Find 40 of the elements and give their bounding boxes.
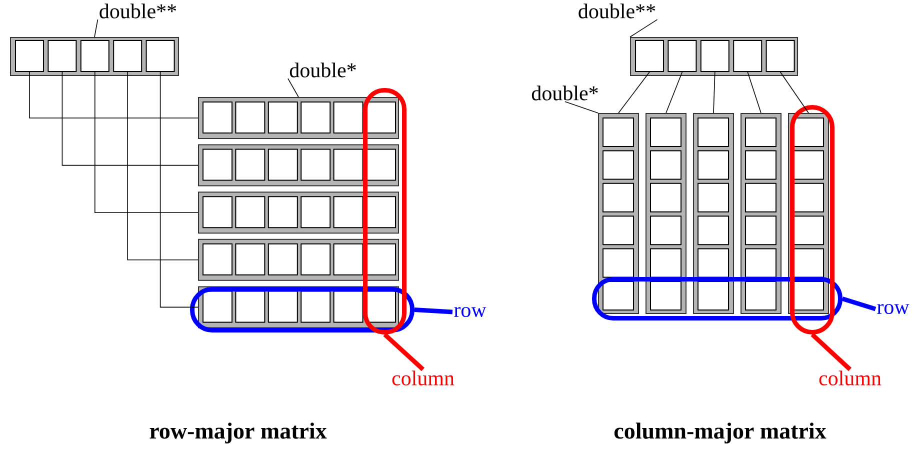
type-label: double*	[290, 62, 356, 78]
array-cell	[80, 40, 110, 72]
array-drawing	[693, 113, 734, 314]
array-cell	[146, 40, 175, 72]
callout-label: row	[877, 304, 910, 314]
array-drawing	[646, 113, 686, 314]
type-label: double**	[578, 4, 656, 18]
leader-line	[94, 19, 98, 38]
callout-label: column	[392, 370, 454, 386]
leader-line	[630, 19, 658, 38]
array-drawing	[198, 144, 399, 186]
array-cell	[733, 40, 762, 72]
leader-line	[842, 296, 876, 312]
array-cell	[668, 40, 697, 72]
array-cell	[48, 40, 77, 72]
callout-label: row	[454, 306, 486, 318]
array-drawing	[598, 113, 639, 314]
callout-label: column	[819, 370, 882, 386]
array-drawing	[198, 238, 399, 281]
caption: row-major matrix	[150, 422, 327, 444]
leader-line	[288, 78, 299, 98]
caption: column-major matrix	[614, 422, 826, 444]
leader-line	[564, 101, 598, 114]
array-cell	[15, 40, 44, 72]
leader-line	[414, 308, 453, 314]
array-cell	[113, 40, 142, 72]
leader-line	[810, 332, 852, 372]
type-label: double**	[100, 4, 176, 18]
array-drawing	[740, 113, 782, 314]
array-drawing	[198, 192, 399, 234]
array-cell	[700, 40, 730, 72]
highlight-outline	[592, 277, 843, 320]
leader-line	[383, 332, 425, 372]
highlight-outline	[363, 88, 406, 334]
array-cell	[766, 40, 795, 72]
array-cell	[635, 40, 664, 72]
highlight-outline	[190, 287, 414, 332]
type-label: double*	[532, 86, 598, 100]
highlight-outline	[790, 105, 835, 334]
array-drawing	[198, 97, 399, 139]
